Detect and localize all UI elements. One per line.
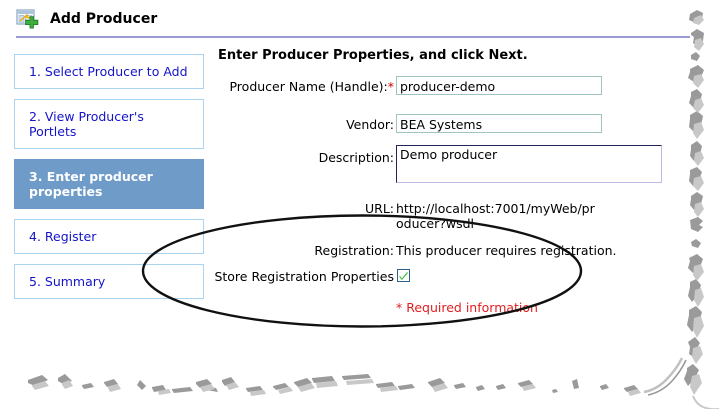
page-title: Add Producer [50,11,158,27]
torn-edge-bottom [28,357,687,396]
url-value: http://localhost:7001/myWeb/producer?wsd… [396,201,595,231]
description-label: Description: [318,150,394,165]
page-header: Add Producer [0,0,719,38]
wizard-steps: 1. Select Producer to Add 2. View Produc… [14,54,204,309]
form-heading: Enter Producer Properties, and click Nex… [218,48,528,63]
sidebar-step-4-register[interactable]: 4. Register [14,219,204,254]
header-divider [16,36,690,38]
sidebar-step-3-enter-properties[interactable]: 3. Enter producer properties [14,159,204,209]
required-asterisk: * [387,79,394,94]
registration-value: This producer requires registration. [396,243,617,258]
torn-edge-right [684,10,719,409]
store-registration-checkbox[interactable] [397,269,410,282]
sidebar-step-1-select-producer[interactable]: 1. Select Producer to Add [14,54,204,89]
required-information-note: * Required information [396,300,538,315]
producer-name-label: Producer Name (Handle):* [229,79,394,94]
vendor-label: Vendor: [346,117,394,132]
registration-label: Registration: [314,243,394,258]
sidebar-step-5-summary[interactable]: 5. Summary [14,264,204,299]
producer-name-input[interactable] [396,76,602,95]
sidebar-step-2-view-portlets[interactable]: 2. View Producer's Portlets [14,99,204,149]
description-textarea[interactable]: Demo producer [396,145,662,183]
add-portlet-icon [16,9,42,33]
url-label: URL: [364,201,394,216]
store-registration-label: Store Registration Properties [214,269,394,284]
producer-name-label-text: Producer Name (Handle): [229,79,388,94]
checkmark-icon [399,271,408,280]
vendor-input[interactable] [396,114,602,133]
